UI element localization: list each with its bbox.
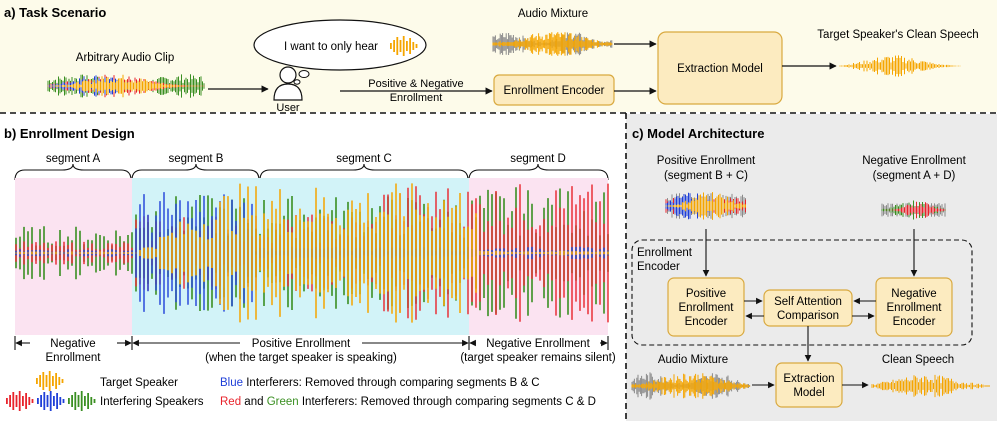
- segment-d-label: segment D: [510, 153, 566, 165]
- negative-encoder-label-3: Encoder: [893, 316, 936, 328]
- positive-encoder-label-2: Enrollment: [679, 302, 735, 314]
- red-word: Red: [220, 396, 241, 408]
- negative-enrollment-title-1: Negative Enrollment: [862, 155, 966, 167]
- legend-target-icon: [36, 371, 64, 391]
- negative-encoder-box: [875, 277, 953, 337]
- negative-encoder-label-2: Enrollment: [887, 302, 943, 314]
- positive-encoder-box: [667, 277, 745, 337]
- extraction-model-label-a: Extraction Model: [677, 63, 763, 75]
- red-green-interferers-note: Red and Green Interferers: Removed throu…: [220, 396, 596, 408]
- segment-c-label: segment C: [336, 153, 392, 165]
- negative-enrollment-left-1: Negative: [50, 338, 95, 350]
- enrollment-encoder-label: Enrollment Encoder: [504, 85, 605, 97]
- panel-a-title: a) Task Scenario: [4, 5, 106, 20]
- positive-encoder-label-3: Encoder: [685, 316, 728, 328]
- legend-interfering-label: Interfering Speakers: [100, 396, 204, 408]
- blue-interferers-note: Blue Interferers: Removed through compar…: [220, 377, 540, 389]
- clean-speech-label-c: Clean Speech: [882, 354, 954, 366]
- user-icon: [273, 66, 303, 101]
- speech-bubble: [253, 19, 427, 85]
- negative-enrollment-waveform: [881, 200, 946, 220]
- audio-mixture-waveform-c: [631, 372, 751, 400]
- segment-d-background: [469, 178, 608, 335]
- extraction-model-box-a: [657, 31, 783, 105]
- audio-mixture-waveform-a: [492, 32, 613, 56]
- enroll-arrow-label-1: Positive & Negative: [368, 78, 463, 90]
- arbitrary-clip-waveform: [47, 74, 205, 98]
- blue-note-rest: Interferers: Removed through comparing s…: [243, 377, 540, 389]
- positive-enrollment-label-2: (when the target speaker is speaking): [205, 352, 397, 364]
- segment-b-label: segment B: [169, 153, 224, 165]
- negative-enrollment-right-2: (target speaker remains silent): [460, 352, 615, 364]
- user-label: User: [276, 102, 300, 114]
- negative-enrollment-left-2: Enrollment: [46, 352, 102, 364]
- arbitrary-clip-label: Arbitrary Audio Clip: [76, 52, 174, 64]
- green-word: Green: [267, 396, 299, 408]
- negative-enrollment-right-1: Negative Enrollment: [486, 338, 590, 350]
- self-attention-label-1: Self Attention: [774, 296, 842, 308]
- extraction-model-box-c: [775, 362, 843, 408]
- enrollment-encoder-group: [631, 239, 973, 346]
- negative-encoder-label-1: Negative: [891, 288, 936, 300]
- speech-bubble-text: I want to only hear: [284, 41, 378, 53]
- positive-enrollment-waveform: [665, 192, 746, 220]
- segment-a-label: segment A: [46, 153, 101, 165]
- legend-red-speaker-icon: [6, 391, 34, 411]
- clean-speech-label-a: Target Speaker's Clean Speech: [817, 29, 978, 41]
- self-attention-label-2: Comparison: [777, 310, 839, 322]
- extraction-model-label-c-2: Model: [793, 387, 824, 399]
- legend-target-label: Target Speaker: [100, 377, 178, 389]
- target-speaker-icon: [390, 36, 418, 56]
- positive-encoder-label-1: Positive: [686, 288, 726, 300]
- and-word: and: [241, 396, 267, 408]
- encoder-group-label-1: Enrollment: [637, 247, 693, 259]
- negative-enrollment-title-2: (segment A + D): [873, 170, 956, 182]
- panel-b-title: b) Enrollment Design: [4, 126, 135, 141]
- enrollment-encoder-box: [493, 74, 615, 106]
- blue-word: Blue: [220, 377, 243, 389]
- positive-enrollment-label-1: Positive Enrollment: [252, 338, 351, 350]
- encoder-group-label-2: Encoder: [637, 261, 680, 273]
- enrollment-range-markers: [14, 336, 609, 350]
- positive-enrollment-title-1: Positive Enrollment: [657, 155, 756, 167]
- panel-c-title: c) Model Architecture: [632, 126, 764, 141]
- audio-mixture-label-c: Audio Mixture: [658, 354, 728, 366]
- clean-speech-waveform-a: [839, 55, 961, 77]
- clean-speech-waveform-c: [871, 374, 990, 398]
- extraction-model-label-c-1: Extraction: [783, 373, 834, 385]
- segment-braces: [14, 163, 609, 181]
- legend-green-speaker-icon: [68, 391, 96, 411]
- legend-blue-speaker-icon: [37, 391, 65, 411]
- enroll-arrow-label-2: Enrollment: [390, 92, 443, 104]
- positive-enrollment-title-2: (segment B + C): [664, 170, 748, 182]
- main-waveform: [15, 183, 609, 323]
- audio-mixture-label-a: Audio Mixture: [518, 8, 588, 20]
- red-green-note-rest: Interferers: Removed through comparing s…: [299, 396, 596, 408]
